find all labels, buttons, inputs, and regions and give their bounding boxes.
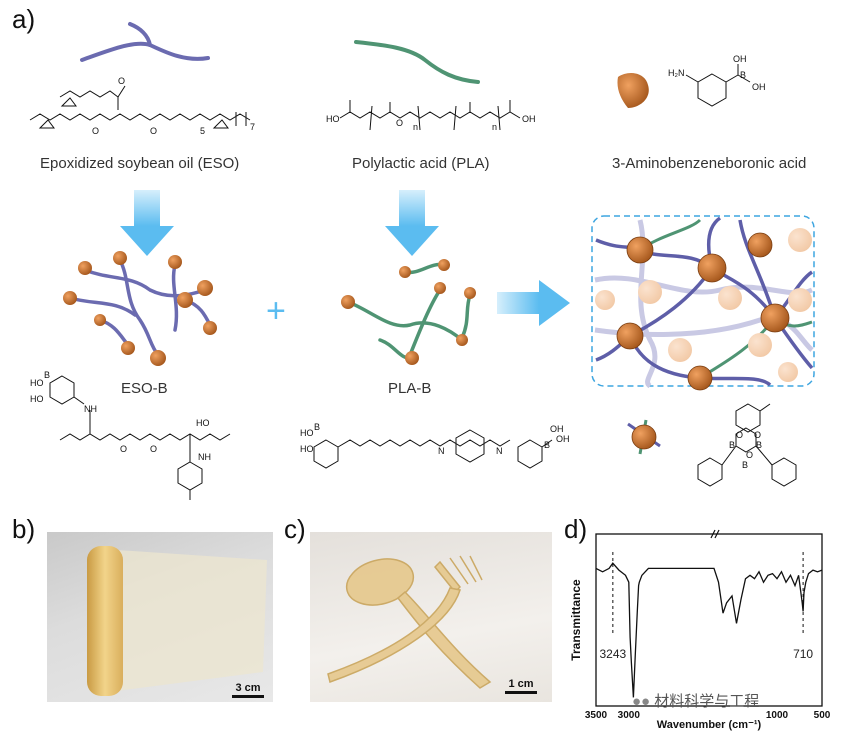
film-roll-photo	[47, 532, 273, 702]
svg-text:O: O	[150, 126, 157, 136]
svg-text:HO: HO	[196, 418, 210, 428]
svg-text:O: O	[120, 444, 127, 454]
svg-text:OH: OH	[522, 114, 536, 124]
x-axis-label: Wavenumber (cm⁻¹)	[657, 719, 762, 731]
svg-text:NH: NH	[84, 404, 97, 414]
crosslink-icon	[627, 419, 661, 455]
x-tick-label: 500	[814, 710, 831, 721]
panel-label-c: c)	[284, 514, 306, 544]
svg-text:O: O	[754, 430, 761, 440]
arrow-down-pla-icon	[385, 190, 439, 256]
x-tick-label: 3000	[618, 710, 641, 721]
x-tick-label: 1000	[766, 710, 789, 721]
svg-text:B: B	[756, 440, 762, 450]
ftir-plot-frame	[595, 533, 823, 707]
series-line	[595, 562, 823, 698]
panel-label-d: d)	[564, 514, 588, 544]
svg-text:O: O	[746, 450, 753, 460]
eso-b-structure	[49, 375, 231, 500]
svg-text:B: B	[729, 440, 735, 450]
pla-label: Polylactic acid (PLA)	[352, 155, 490, 172]
svg-text:n: n	[413, 122, 418, 132]
svg-text:O: O	[150, 444, 157, 454]
eso-label: Epoxidized soybean oil (ESO)	[40, 155, 240, 172]
axis-break-stroke	[714, 529, 720, 539]
annotation-label: 710	[793, 647, 813, 661]
watermark-text: 材料科学与工程	[654, 693, 760, 710]
svg-text:OH: OH	[556, 434, 570, 444]
svg-text:B: B	[44, 370, 50, 380]
eso-b-cluster	[68, 258, 212, 357]
panel-label-a: a)	[12, 4, 36, 34]
x-tick-label: 3500	[585, 710, 608, 721]
eso-structure	[29, 85, 251, 129]
svg-text:HO: HO	[30, 378, 44, 388]
panel-label-b: b)	[12, 514, 36, 544]
svg-text:n: n	[492, 122, 497, 132]
arrow-down-eso-icon	[120, 190, 174, 256]
scalebar-b-label: 3 cm	[235, 682, 261, 694]
panel-a-scheme: O O O 5 7 HO O n n OH H₂N B OH OH	[29, 22, 815, 500]
boroxine-structure	[697, 403, 797, 487]
axis-break-mark	[710, 529, 720, 539]
network-box	[591, 215, 815, 391]
svg-text:OH: OH	[752, 82, 766, 92]
y-axis-label: Transmittance	[569, 579, 583, 661]
eso-chain-icon	[80, 41, 210, 62]
boronic-particle-icon	[617, 73, 649, 108]
pla-b-structure	[313, 429, 553, 469]
pla-structure	[339, 100, 521, 131]
plus-sign: +	[266, 292, 286, 330]
eso-b-label: ESO-B	[121, 380, 168, 397]
svg-text:HO: HO	[30, 394, 44, 404]
svg-text:B: B	[742, 460, 748, 470]
svg-text:HO: HO	[300, 428, 314, 438]
axis-break-stroke	[710, 529, 716, 539]
svg-text:B: B	[740, 70, 746, 80]
svg-text:NH: NH	[198, 452, 211, 462]
svg-text:5: 5	[200, 126, 205, 136]
scalebar-c: 1 cm	[505, 678, 537, 694]
spoon-fork-photo	[310, 532, 552, 702]
pla-b-label: PLA-B	[388, 380, 432, 397]
svg-text:7: 7	[250, 122, 255, 132]
svg-text:N: N	[438, 446, 445, 456]
scalebar-b: 3 cm	[232, 682, 264, 698]
pla-b-cluster	[346, 262, 472, 360]
watermark: ●● 材料科学与工程	[632, 690, 759, 711]
pla-chain-icon	[354, 40, 480, 84]
aba-structure	[685, 64, 751, 107]
svg-text:OH: OH	[733, 54, 747, 64]
eso-b-particles	[63, 251, 217, 366]
svg-text:HO: HO	[300, 444, 314, 454]
ftir-chart: 3243 710 3500 3000 1000 500 Transmittance Wa…	[569, 529, 831, 731]
annotation-label: 3243	[599, 647, 626, 661]
svg-text:O: O	[736, 430, 743, 440]
svg-text:O: O	[118, 76, 125, 86]
svg-text:H₂N: H₂N	[668, 68, 685, 78]
scalebar-c-label: 1 cm	[508, 678, 534, 690]
svg-text:HO: HO	[326, 114, 340, 124]
svg-text:N: N	[496, 446, 503, 456]
svg-text:O: O	[92, 126, 99, 136]
aba-label: 3-Aminobenzeneboronic acid	[612, 155, 807, 172]
svg-text:OH: OH	[550, 424, 564, 434]
svg-text:B: B	[544, 440, 550, 450]
arrow-right-icon	[497, 280, 570, 326]
pla-b-particles	[341, 259, 476, 365]
svg-text:O: O	[396, 118, 403, 128]
wechat-icon: ●●	[632, 693, 651, 710]
svg-text:B: B	[314, 422, 320, 432]
